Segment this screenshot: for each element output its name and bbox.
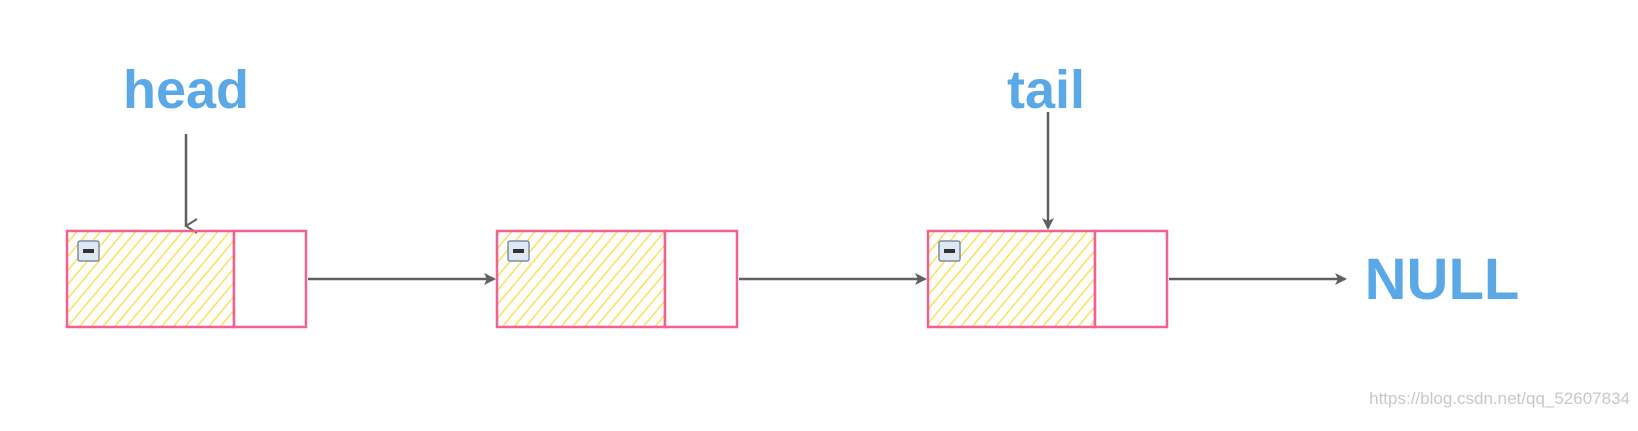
node-next-field bbox=[663, 229, 739, 329]
list-node bbox=[495, 229, 739, 329]
node-data-field bbox=[495, 229, 667, 329]
collapse-minus-icon bbox=[938, 240, 961, 262]
collapse-minus-icon bbox=[77, 240, 100, 262]
list-node bbox=[65, 229, 308, 329]
tail-label: tail bbox=[1007, 60, 1085, 120]
list-node bbox=[926, 229, 1169, 329]
head-label: head bbox=[123, 60, 249, 120]
collapse-minus-icon bbox=[507, 240, 530, 262]
node-next-field bbox=[1093, 229, 1169, 329]
node-next-field bbox=[232, 229, 308, 329]
null-label: NULL bbox=[1365, 247, 1520, 312]
watermark: https://blog.csdn.net/qq_52607834 bbox=[1369, 389, 1630, 408]
